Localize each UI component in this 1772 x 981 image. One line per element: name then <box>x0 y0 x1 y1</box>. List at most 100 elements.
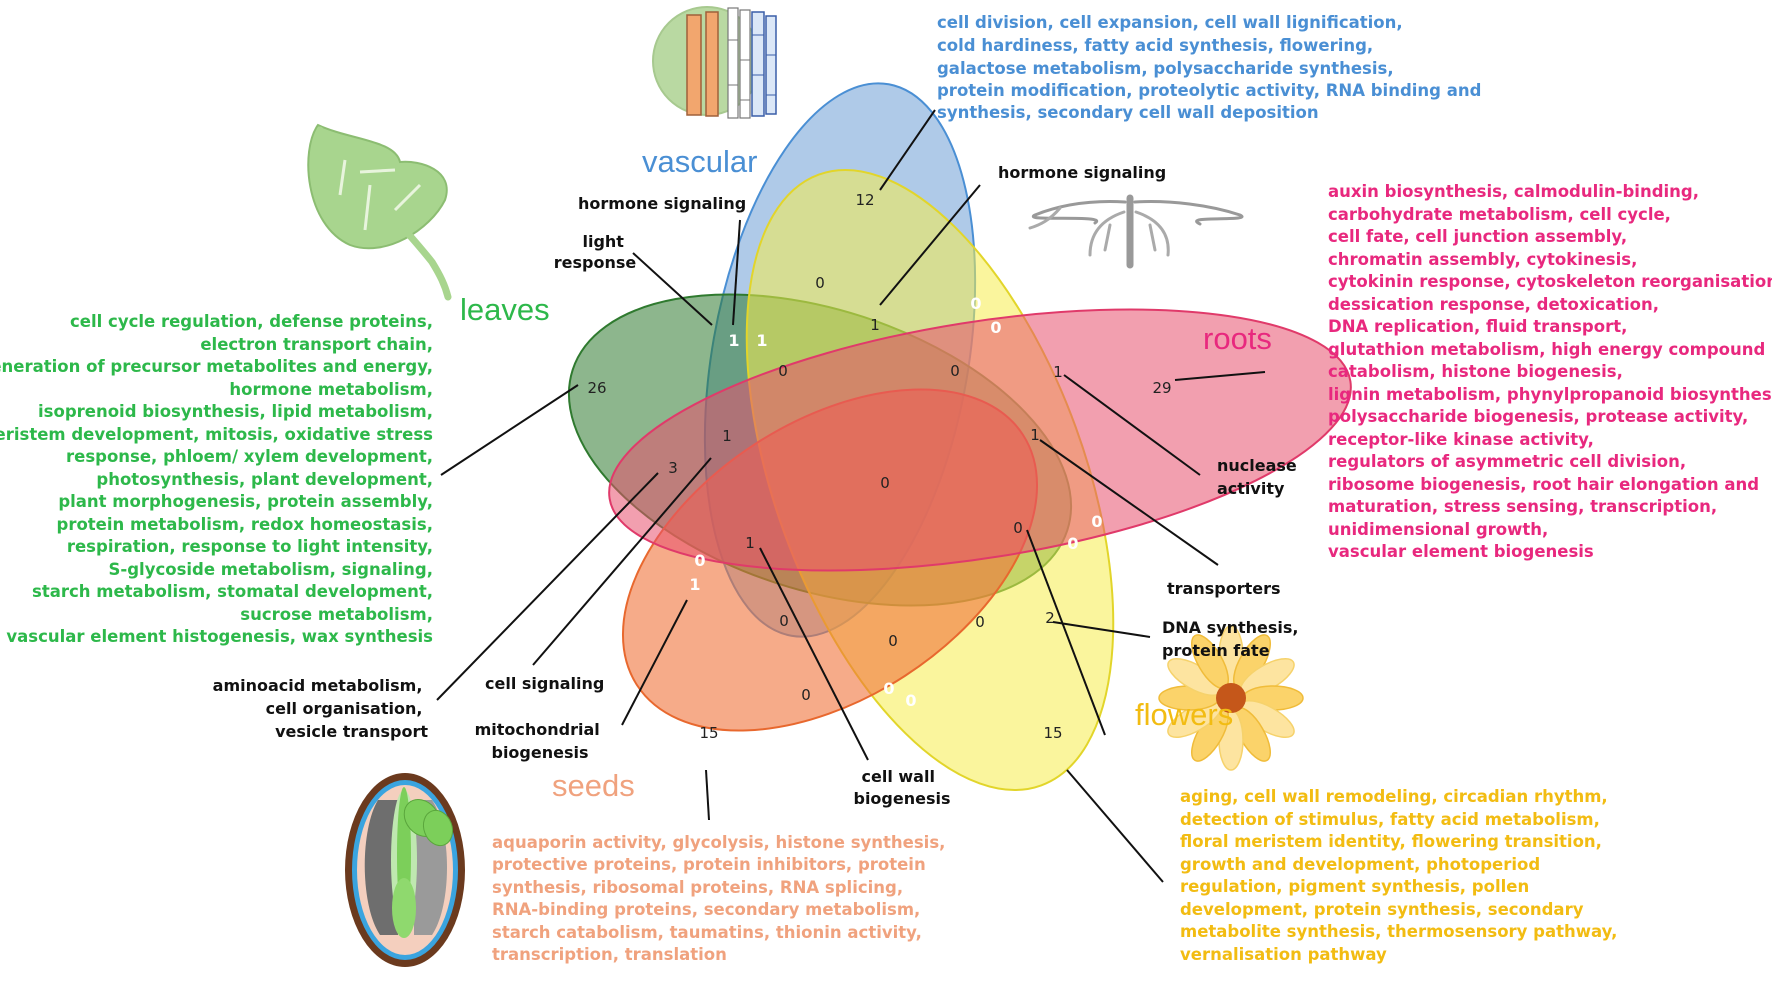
callout-cell-wall: cell wall biogenesis <box>853 767 950 808</box>
vascular-function-line: galactose metabolism, polysaccharide syn… <box>937 59 1394 78</box>
roots-functions: auxin biosynthesis, calmodulin-binding, … <box>1328 182 1772 561</box>
count-seeds-only: 15 <box>699 724 718 742</box>
seeds-function-line: starch catabolism, taumatins, thionin ac… <box>492 923 922 942</box>
seeds-function-line: protective proteins, protein inhibitors,… <box>492 855 926 874</box>
callout-light-response: light response <box>554 232 637 272</box>
seeds-function-line: synthesis, ribosomal proteins, RNA splic… <box>492 878 903 897</box>
flowers-title: flowers <box>1135 697 1233 732</box>
count-left-mid: 1 <box>722 427 732 445</box>
seeds-function-line: RNA-binding proteins, secondary metaboli… <box>492 900 920 919</box>
roots-function-line: dessication response, detoxication, <box>1328 295 1659 314</box>
leaves-function-line: S-glycoside metabolism, signaling, <box>109 560 434 579</box>
leaves-function-line: generation of precursor metabolites and … <box>0 357 433 376</box>
count-vascular-only: 12 <box>855 191 874 209</box>
flower-icon <box>1158 625 1304 771</box>
leaves-function-line: isoprenoid biosynthesis, lipid metabolis… <box>38 402 433 421</box>
roots-function-line: ribosome biogenesis, root hair elongatio… <box>1328 475 1759 494</box>
leaves-function-line: photosynthesis, plant development, <box>96 470 433 489</box>
leader-lines <box>436 109 1266 883</box>
roots-ellipse <box>608 308 1352 572</box>
region-counts: 12 29 26 15 15 0 1 0 0 1 1 0 0 1 1 1 3 0… <box>587 191 1171 742</box>
leaves-function-line: cell cycle regulation, defense proteins, <box>70 312 433 331</box>
callout-aminoacid: aminoacid metabolism, cell organisation,… <box>213 676 429 741</box>
roots-function-line: regulators of asymmetric cell division, <box>1328 452 1686 471</box>
vascular-function-line: cell division, cell expansion, cell wall… <box>937 13 1403 32</box>
count-vf: 0 <box>815 274 825 292</box>
roots-function-line: cell fate, cell junction assembly, <box>1328 227 1627 246</box>
count-rf-b: 0 <box>1067 534 1078 553</box>
roots-function-line: chromatin assembly, cytokinesis, <box>1328 250 1637 269</box>
seeds-function-line: transcription, translation <box>492 945 727 964</box>
roots-function-line: glutathion metabolism, high energy compo… <box>1328 340 1765 359</box>
roots-function-line: carbohydrate metabolism, cell cycle, <box>1328 205 1671 224</box>
roots-function-line: cytokinin response, cytoskeleton reorgan… <box>1328 272 1772 291</box>
leaves-function-line: meristem development, mitosis, oxidative… <box>0 425 433 444</box>
callout-hormone-signaling-right: hormone signaling <box>998 163 1166 182</box>
leaves-function-line: respiration, response to light intensity… <box>67 537 433 556</box>
roots-function-line: lignin metabolism, phynylpropanoid biosy… <box>1328 385 1772 404</box>
vascular-tissue-icon <box>652 6 777 119</box>
count-low-3: 0 <box>975 613 985 631</box>
flowers-function-line: development, protein synthesis, secondar… <box>1180 900 1584 919</box>
count-left-low: 3 <box>668 459 678 477</box>
callout-mitochondrial: mitochondrial biogenesis <box>475 720 606 762</box>
leaves-functions: cell cycle regulation, defense proteins,… <box>0 312 433 646</box>
roots-icon <box>1028 194 1244 269</box>
count-low-1: 0 <box>779 612 789 630</box>
callout-hormone-signaling-left: hormone signaling <box>578 194 746 213</box>
count-fs-a: 0 <box>883 679 894 698</box>
count-rf-a: 0 <box>1091 512 1102 531</box>
seeds-functions: aquaporin activity, glycolysis, histone … <box>492 833 945 964</box>
leaves-function-line: protein metabolism, redox homeostasis, <box>57 515 433 534</box>
roots-function-line: vascular element biogenesis <box>1328 542 1594 561</box>
flowers-functions: aging, cell wall remodeling, circadian r… <box>1180 787 1617 964</box>
callout-cell-signaling: cell signaling <box>485 674 604 693</box>
count-inner-left: 0 <box>778 362 788 380</box>
leaves-function-line: vascular element histogenesis, wax synth… <box>6 627 433 646</box>
vascular-function-line: cold hardiness, fatty acid synthesis, fl… <box>937 36 1373 55</box>
count-flowers-only: 15 <box>1043 724 1062 742</box>
roots-function-line: unidimensional growth, <box>1328 520 1548 539</box>
count-seed-mid: 1 <box>745 534 755 552</box>
leaves-function-line: starch metabolism, stomatal development, <box>32 582 433 601</box>
count-fl-dna: 2 <box>1045 609 1055 627</box>
seed-icon <box>345 773 465 967</box>
leaves-function-line: electron transport chain, <box>200 335 433 354</box>
seeds-title: seeds <box>552 768 635 803</box>
flowers-function-line: vernalisation pathway <box>1180 945 1387 964</box>
roots-function-line: maturation, stress sensing, transcriptio… <box>1328 497 1717 516</box>
roots-function-line: DNA replication, fluid transport, <box>1328 317 1627 336</box>
flowers-function-line: growth and development, photoperiod <box>1180 855 1540 874</box>
flowers-function-line: metabolite synthesis, thermosensory path… <box>1180 922 1617 941</box>
roots-function-line: polysaccharide biogenesis, protease acti… <box>1328 407 1748 426</box>
flowers-function-line: detection of stimulus, fatty acid metabo… <box>1180 810 1600 829</box>
vascular-functions: cell division, cell expansion, cell wall… <box>937 13 1481 122</box>
count-center: 0 <box>880 474 890 492</box>
count-roots-nuclease: 1 <box>1053 363 1063 381</box>
count-low-4: 0 <box>801 686 811 704</box>
leaves-function-line: hormone metabolism, <box>229 380 433 399</box>
count-leaves-only: 26 <box>587 379 606 397</box>
count-roots-only: 29 <box>1152 379 1171 397</box>
count-inner-right: 0 <box>950 362 960 380</box>
count-lv-a: 1 <box>728 331 739 350</box>
count-roots-transporters: 1 <box>1030 426 1040 444</box>
callout-nuclease-activity: nuclease activity <box>1217 456 1302 498</box>
flowers-function-line: regulation, pigment synthesis, pollen <box>1180 877 1529 896</box>
count-vr-b: 0 <box>990 318 1001 337</box>
flowers-function-line: aging, cell wall remodeling, circadian r… <box>1180 787 1608 806</box>
count-ls-a: 0 <box>694 551 705 570</box>
leaf-icon <box>307 123 452 301</box>
roots-function-line: receptor-like kinase activity, <box>1328 430 1594 449</box>
leaves-function-line: response, phloem/ xylem development, <box>66 447 433 466</box>
count-right-mid: 0 <box>1013 519 1023 537</box>
roots-function-line: catabolism, histone biogenesis, <box>1328 362 1623 381</box>
vascular-function-line: protein modification, proteolytic activi… <box>937 81 1481 100</box>
callout-transporters: transporters <box>1167 579 1281 598</box>
count-lv-b: 1 <box>756 331 767 350</box>
vascular-function-line: synthesis, secondary cell wall depositio… <box>937 103 1319 122</box>
roots-function-line: auxin biosynthesis, calmodulin-binding, <box>1328 182 1699 201</box>
callout-dna-synthesis: DNA synthesis, protein fate <box>1162 618 1304 660</box>
vascular-title: vascular <box>642 144 757 179</box>
